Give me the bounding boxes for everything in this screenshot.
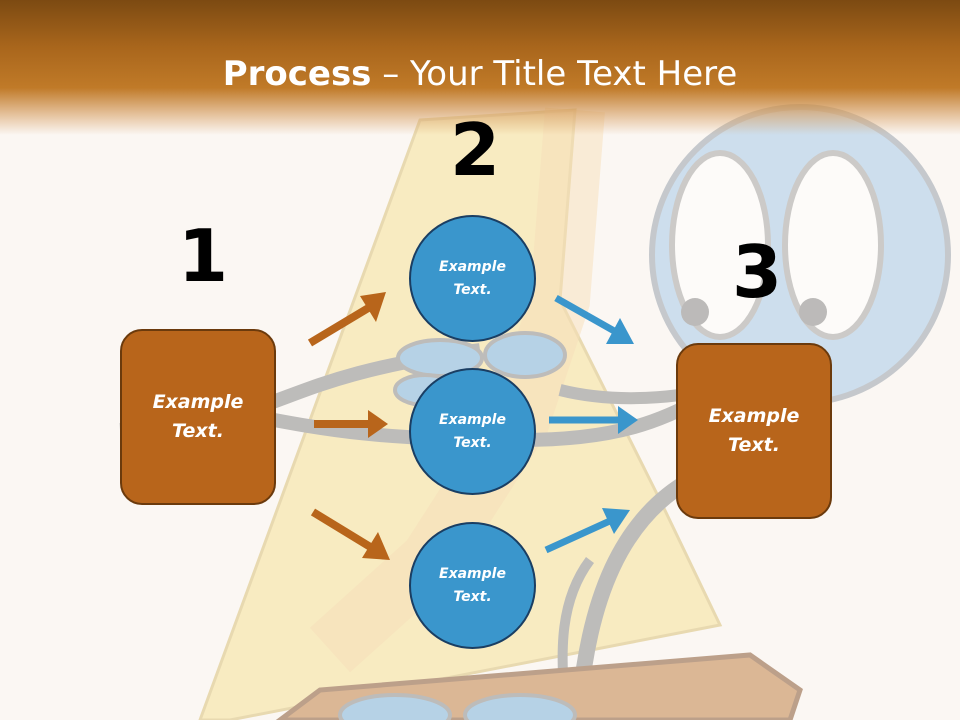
step-1-text: Example Text. <box>152 391 244 442</box>
step-3-box: Example Text. <box>676 343 832 519</box>
step-1-number: 1 <box>178 214 229 298</box>
arrow-1-to-2c <box>310 508 390 560</box>
title-bar <box>0 0 960 135</box>
step-2-circle-2-text: Example Text. <box>439 411 506 451</box>
title-rest: – Your Title Text Here <box>371 54 738 94</box>
step-2-circle-3-text: Example Text. <box>439 565 506 605</box>
step-2-number: 2 <box>450 108 501 192</box>
arrow-1-to-2b <box>314 410 388 438</box>
step-2-circle-1-text: Example Text. <box>439 258 506 298</box>
step-2-circle-3: Example Text. <box>409 522 536 649</box>
arrow-2c-to-3 <box>544 508 630 554</box>
slide-title: Process – Your Title Text Here <box>0 52 960 96</box>
step-3-text: Example Text. <box>708 405 800 456</box>
title-bold: Process <box>222 54 372 94</box>
step-2-circle-2: Example Text. <box>409 368 536 495</box>
arrow-2b-to-3 <box>549 406 638 434</box>
arrow-2a-to-3 <box>554 294 634 344</box>
step-1-box: Example Text. <box>120 329 276 505</box>
arrow-1-to-2a <box>307 292 386 347</box>
step-3-number: 3 <box>732 230 783 314</box>
step-2-circle-1: Example Text. <box>409 215 536 342</box>
